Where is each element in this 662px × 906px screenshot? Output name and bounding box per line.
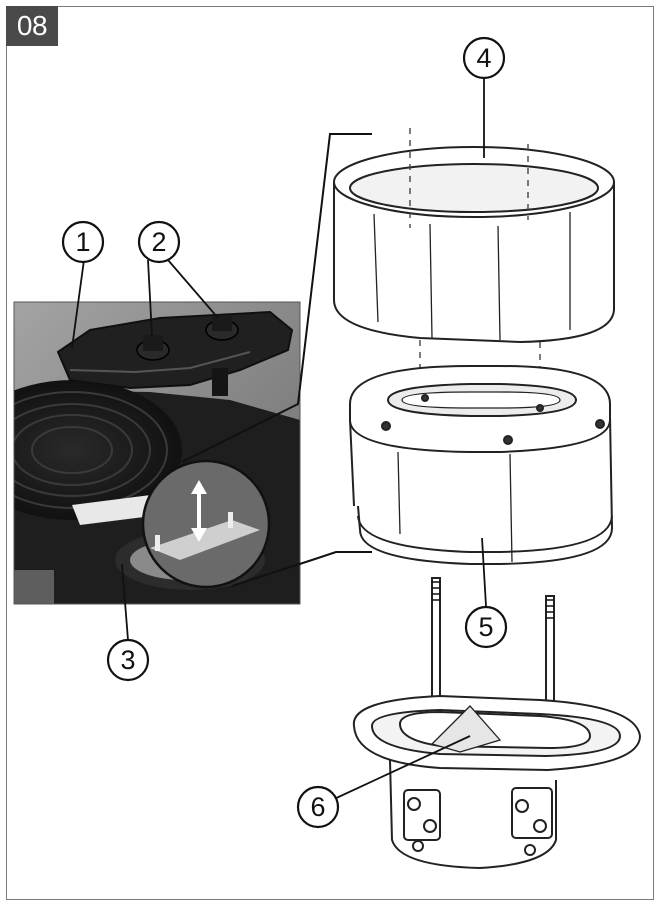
pre-cleaner-sleeve <box>333 146 615 344</box>
detail-magnifier <box>141 459 271 589</box>
svg-text:1: 1 <box>75 227 90 257</box>
callout-2: 2 <box>137 220 181 264</box>
svg-text:4: 4 <box>476 43 491 73</box>
step-number-badge: 08 <box>6 6 58 46</box>
cover-knobs <box>136 316 239 361</box>
callout-4: 4 <box>462 36 506 80</box>
air-filter-cartridge <box>349 365 614 565</box>
callout-3: 3 <box>106 638 150 682</box>
svg-text:2: 2 <box>151 227 166 257</box>
flywheel-fan-shroud <box>14 380 182 520</box>
callout-leader-lines <box>71 78 487 801</box>
callout-5: 5 <box>464 605 508 649</box>
air-cleaner-base <box>352 694 642 870</box>
magnifier-leader-lines <box>181 133 372 587</box>
svg-text:5: 5 <box>478 612 493 642</box>
callout-1: 1 <box>61 220 105 264</box>
callout-6: 6 <box>296 785 340 829</box>
svg-text:3: 3 <box>120 645 135 675</box>
svg-text:6: 6 <box>310 792 325 822</box>
